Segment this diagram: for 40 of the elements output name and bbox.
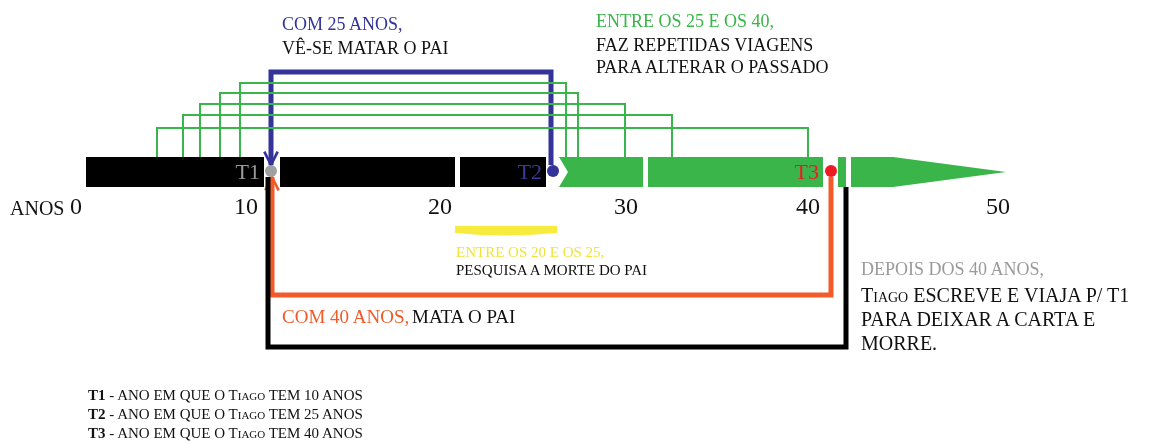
timeline-bar [838, 157, 846, 187]
period-label: T2 [517, 159, 542, 185]
timeline-dot [547, 165, 559, 177]
annotation-text: Tiago ESCREVE E VIAJA P/ T1 PARA DEIXAR A CARTA E MORRE. [861, 283, 1131, 355]
connector-line [199, 103, 626, 158]
axis-tick-label: 0 [70, 192, 82, 221]
timeline-chevron-bar [559, 157, 643, 187]
annotation-heading: COM 40 ANOS, [282, 306, 410, 329]
timeline-dot [265, 165, 277, 177]
axis-tick-label: 40 [796, 192, 820, 221]
timeline-bar [280, 157, 455, 187]
annotation-heading: ENTRE OS 25 E OS 40, [596, 11, 774, 33]
period-label: T1 [235, 159, 260, 185]
connector-line [239, 82, 567, 158]
note-text: T3 - ANO EM QUE O Tiago TEM 40 ANOS [88, 424, 363, 442]
annotation-text: PESQUISA A MORTE DO PAI [456, 261, 648, 279]
axis-tick-label: 50 [986, 192, 1010, 221]
arrow [263, 69, 554, 167]
axis-tick-label: 20 [428, 192, 452, 221]
annotation-text: VÊ-SE MATAR O PAI [282, 38, 449, 60]
annotation-heading: COM 25 ANOS, [282, 14, 403, 36]
timeline-bar [648, 157, 823, 187]
annotation-heading: DEPOIS DOS 40 ANOS, [861, 259, 1045, 281]
timeline-bar [86, 157, 264, 187]
note-text: T1 - ANO EM QUE O Tiago TEM 10 ANOS [88, 386, 363, 404]
axis-tick-label: 10 [234, 192, 258, 221]
axis-title: ANOS [10, 196, 65, 220]
timeline-dot [825, 165, 837, 177]
period-label: T3 [794, 159, 819, 185]
annotation-heading: ENTRE OS 20 E OS 25, [456, 243, 605, 261]
timeline-bar [460, 157, 546, 187]
axis-tick-label: 30 [614, 192, 638, 221]
annotation-text: FAZ REPETIDAS VIAGENS PARA ALTERAR O PASSADO [596, 35, 830, 79]
connector-line [156, 127, 809, 158]
connector-line [182, 114, 673, 158]
arrow [264, 175, 834, 298]
connector-line [265, 177, 849, 350]
note-text: T2 - ANO EM QUE O Tiago TEM 25 ANOS [88, 405, 363, 423]
connector-line [219, 92, 579, 158]
annotation-text: MATA O PAI [412, 306, 516, 329]
